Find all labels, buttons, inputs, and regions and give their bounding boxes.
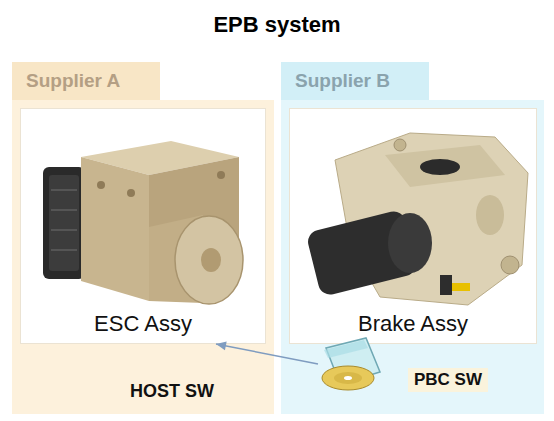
software-package: PBC SW: [318, 334, 492, 404]
cd-icon: [318, 334, 384, 396]
label-wrap: HOST SW: [130, 381, 214, 402]
arrow-head: [216, 342, 227, 351]
assembly-box: ESC Assy: [20, 108, 266, 344]
software-label: HOST SW: [130, 381, 214, 401]
supplier-panel: Supplier B Brake Assy PBC SW: [281, 62, 544, 414]
connector-arrow: [216, 342, 318, 364]
box-label-wrap: Brake Assy: [290, 311, 536, 337]
assembly-box: Brake Assy: [289, 108, 537, 344]
esc-illustration: [21, 115, 267, 315]
software-name: PBC SW: [408, 368, 488, 392]
assembly-name: ESC Assy: [94, 311, 192, 336]
diagram-title: EPB system: [213, 12, 340, 37]
supplier-name: Supplier A: [26, 70, 120, 92]
supplier-name: Supplier B: [295, 70, 390, 92]
title-wrap: EPB system: [0, 12, 554, 38]
panel-tab: Supplier B: [281, 62, 429, 100]
box-label-wrap: ESC Assy: [21, 311, 265, 337]
connector-line: [216, 344, 318, 364]
sw-label-wrap: PBC SW: [408, 368, 488, 392]
supplier-panel: Supplier A ESC Assy: [12, 62, 274, 414]
brake-caliper-illustration: [290, 115, 538, 315]
panel-tab: Supplier A: [12, 62, 160, 100]
assembly-name: Brake Assy: [358, 311, 468, 336]
